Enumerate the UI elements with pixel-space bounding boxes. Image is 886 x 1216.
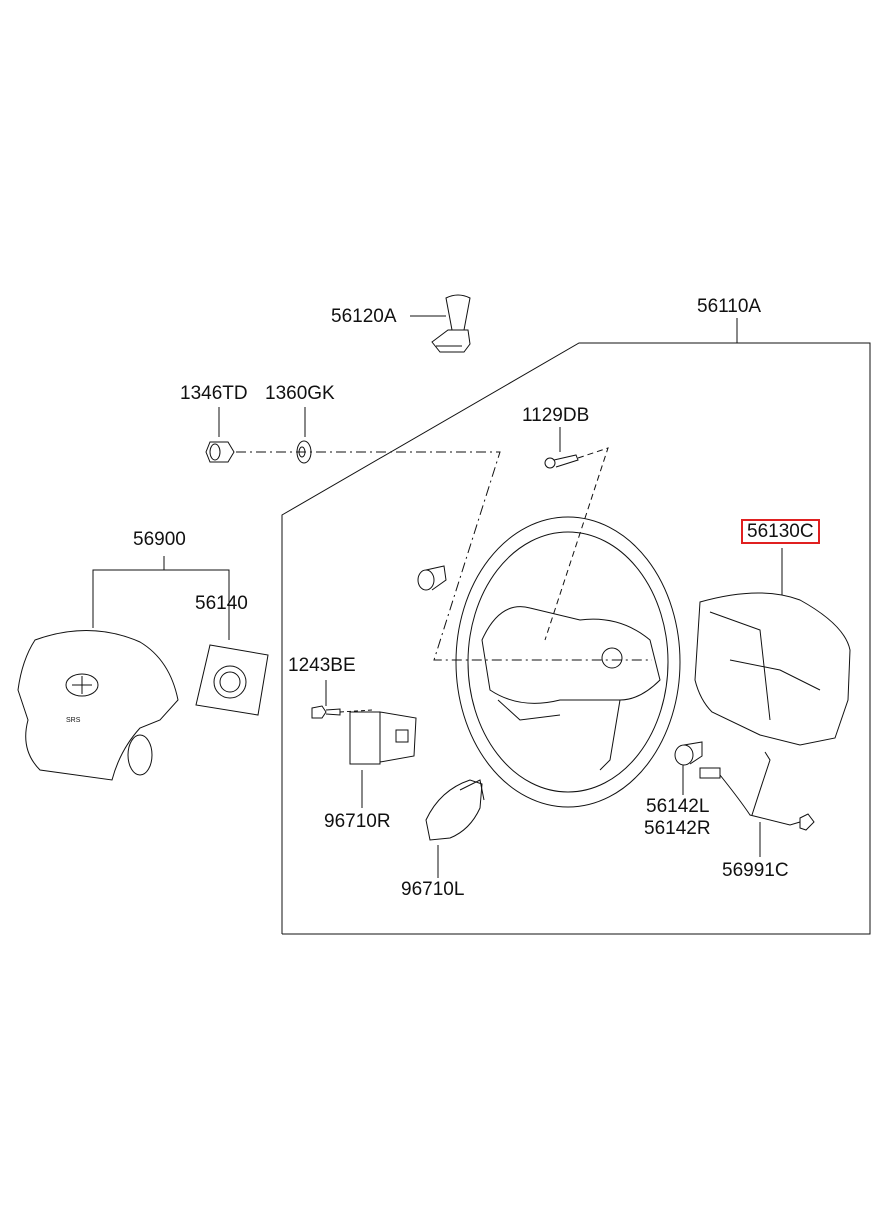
part-label-1360GK[interactable]: 1360GK [265, 383, 335, 404]
assembly-frame [282, 343, 870, 934]
bolt-icon [312, 706, 340, 718]
remote-switch-right-icon [350, 712, 416, 764]
part-label-56142L[interactable]: 56142L [646, 796, 710, 817]
part-label-96710L[interactable]: 96710L [401, 879, 465, 900]
screw-icon [545, 455, 578, 468]
part-label-96710R[interactable]: 96710R [324, 811, 391, 832]
extension-wire-icon [700, 752, 814, 830]
centerline-nut [236, 452, 652, 660]
part-label-56991C[interactable]: 56991C [722, 860, 789, 881]
part-label-56120A[interactable]: 56120A [331, 306, 397, 327]
rear-cover-icon [695, 593, 850, 745]
leader-56900 [93, 570, 229, 640]
part-label-1346TD[interactable]: 1346TD [180, 383, 248, 404]
part-label-56130C-highlighted[interactable]: 56130C [741, 519, 820, 544]
airbag-module-icon: SRS [18, 630, 178, 780]
horn-contact-icon [675, 742, 702, 765]
steering-wheel-icon [456, 517, 680, 807]
remote-switch-left-icon [426, 780, 484, 840]
nut-icon [206, 442, 234, 462]
clip-icon [418, 566, 446, 590]
airbag-inflator-icon [196, 645, 268, 715]
part-label-56110A[interactable]: 56110A [697, 296, 762, 317]
centerline-screw [545, 448, 608, 640]
part-label-1243BE[interactable]: 1243BE [288, 655, 356, 676]
part-label-56142R[interactable]: 56142R [644, 818, 711, 839]
damper-weight-icon [432, 295, 470, 352]
svg-text:SRS: SRS [66, 717, 81, 724]
part-label-1129DB[interactable]: 1129DB [522, 405, 590, 426]
centerline-bolt [340, 710, 372, 712]
part-label-56140[interactable]: 56140 [195, 593, 248, 614]
part-label-56900[interactable]: 56900 [133, 529, 186, 550]
